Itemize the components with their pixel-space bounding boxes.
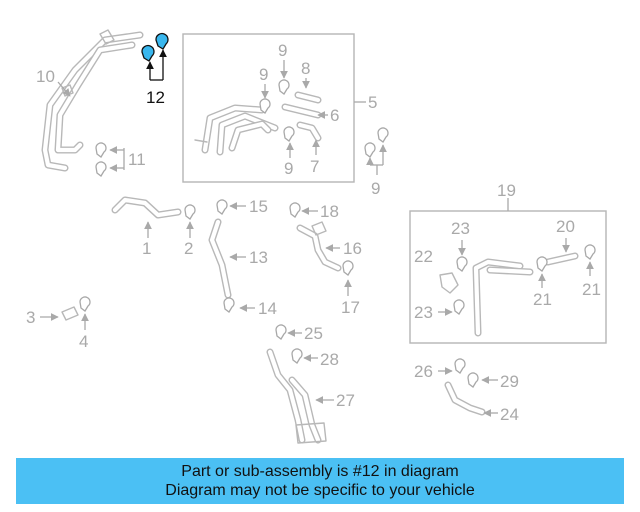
pipe-assembly-10: [41, 29, 144, 172]
callout-13: 13: [249, 248, 268, 267]
banner-line-2: Diagram may not be specific to your vehi…: [165, 482, 475, 499]
callout-28: 28: [320, 350, 339, 369]
callout-29: 29: [500, 372, 519, 391]
callout-12: 12: [146, 88, 165, 107]
callout-27: 27: [336, 391, 355, 410]
hose-1: [111, 196, 182, 219]
callout-17: 17: [341, 298, 360, 317]
callout-19: 19: [497, 181, 516, 200]
callout-2: 2: [184, 239, 193, 258]
callout-11: 11: [128, 150, 146, 169]
callout-4: 4: [79, 332, 88, 351]
callout-1: 1: [142, 239, 151, 258]
callout-22: 22: [414, 247, 433, 266]
callout-5: 5: [368, 93, 377, 112]
sub-assembly-box-19: [409, 210, 607, 344]
sub-assembly-box-5: [182, 33, 355, 183]
callout-16: 16: [343, 239, 362, 258]
callout-9a: 9: [278, 41, 287, 60]
callout-26: 26: [414, 362, 433, 381]
callout-8: 8: [301, 59, 310, 78]
callout-14: 14: [258, 299, 277, 318]
callout-25: 25: [304, 324, 323, 343]
callout-24: 24: [500, 405, 519, 424]
callout-9b: 9: [259, 65, 268, 84]
pipe-assembly-19: [439, 252, 579, 337]
pipe-assembly-27: [266, 348, 327, 444]
callout-10: 10: [36, 67, 55, 86]
hose-assembly-5: [194, 104, 279, 156]
clamp-12-b: [155, 32, 169, 50]
callout-7: 7: [310, 157, 319, 176]
parts-diagram: 10 11 12 5 9 9 8 6 9 7: [26, 29, 607, 444]
callout-23a: 23: [451, 219, 470, 238]
banner-line-1: Part or sub-assembly is #12 in diagram: [181, 463, 459, 480]
callout-9d: 9: [371, 179, 380, 198]
callout-18: 18: [320, 202, 339, 221]
clamps-11: [95, 142, 107, 177]
callout-20: 20: [556, 217, 575, 236]
callout-15: 15: [249, 197, 268, 216]
info-banner: Part or sub-assembly is #12 in diagram D…: [16, 458, 624, 504]
callout-21b: 21: [582, 280, 601, 299]
clamp-12-a: [141, 44, 155, 62]
callout-23b: 23: [414, 303, 433, 322]
highlighted-clamps-12: [141, 32, 169, 81]
callout-21a: 21: [533, 290, 552, 309]
callout-3: 3: [26, 308, 35, 327]
callout-6: 6: [330, 106, 339, 125]
callout-9c: 9: [284, 159, 293, 178]
